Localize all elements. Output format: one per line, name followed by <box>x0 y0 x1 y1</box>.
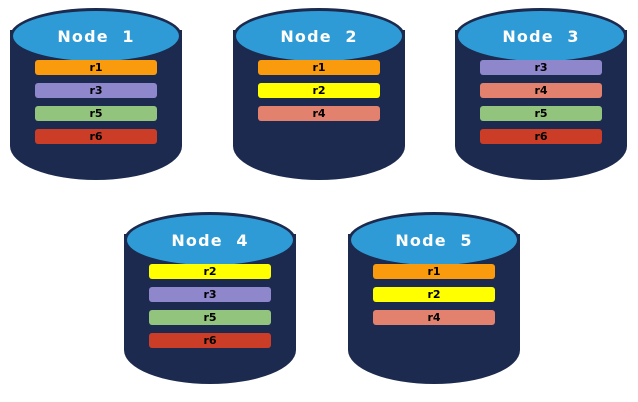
cylinder-top-ellipse <box>10 8 182 64</box>
database-node-4[interactable]: Node 4 r2 r3 r5 r6 <box>124 212 296 390</box>
replica-bar[interactable]: r6 <box>35 129 157 144</box>
replica-bar[interactable]: r5 <box>35 106 157 121</box>
node-label: Node 5 <box>395 230 473 250</box>
replica-bar[interactable]: r2 <box>149 264 271 279</box>
replica-bar[interactable]: r1 <box>35 60 157 75</box>
database-node-2[interactable]: Node 2 r1 r2 r4 <box>233 8 405 186</box>
replica-bar[interactable]: r1 <box>373 264 495 279</box>
replica-bar[interactable]: r6 <box>480 129 602 144</box>
node-label: Node 4 <box>171 230 249 250</box>
replica-bar[interactable]: r2 <box>258 83 380 98</box>
replica-bar[interactable]: r1 <box>258 60 380 75</box>
replica-stack: r3 r4 r5 r6 <box>480 60 602 144</box>
replica-stack: r1 r3 r5 r6 <box>35 60 157 144</box>
replica-bar[interactable]: r4 <box>373 310 495 325</box>
replica-bar[interactable]: r5 <box>149 310 271 325</box>
replica-bar[interactable]: r4 <box>480 83 602 98</box>
replica-bar[interactable]: r3 <box>35 83 157 98</box>
replica-stack: r1 r2 r4 <box>373 264 495 325</box>
replica-bar[interactable]: r3 <box>480 60 602 75</box>
replica-bar[interactable]: r3 <box>149 287 271 302</box>
database-node-3[interactable]: Node 3 r3 r4 r5 r6 <box>455 8 627 186</box>
replica-stack: r1 r2 r4 <box>258 60 380 121</box>
replica-bar[interactable]: r2 <box>373 287 495 302</box>
node-label: Node 1 <box>57 26 135 46</box>
database-node-1[interactable]: Node 1 r1 r3 r5 r6 <box>10 8 182 186</box>
node-label: Node 3 <box>502 26 580 46</box>
replica-bar[interactable]: r5 <box>480 106 602 121</box>
replica-bar[interactable]: r6 <box>149 333 271 348</box>
database-node-5[interactable]: Node 5 r1 r2 r4 <box>348 212 520 390</box>
node-label: Node 2 <box>280 26 358 46</box>
replica-stack: r2 r3 r5 r6 <box>149 264 271 348</box>
replica-bar[interactable]: r4 <box>258 106 380 121</box>
cylinder-top-ellipse <box>348 212 520 268</box>
